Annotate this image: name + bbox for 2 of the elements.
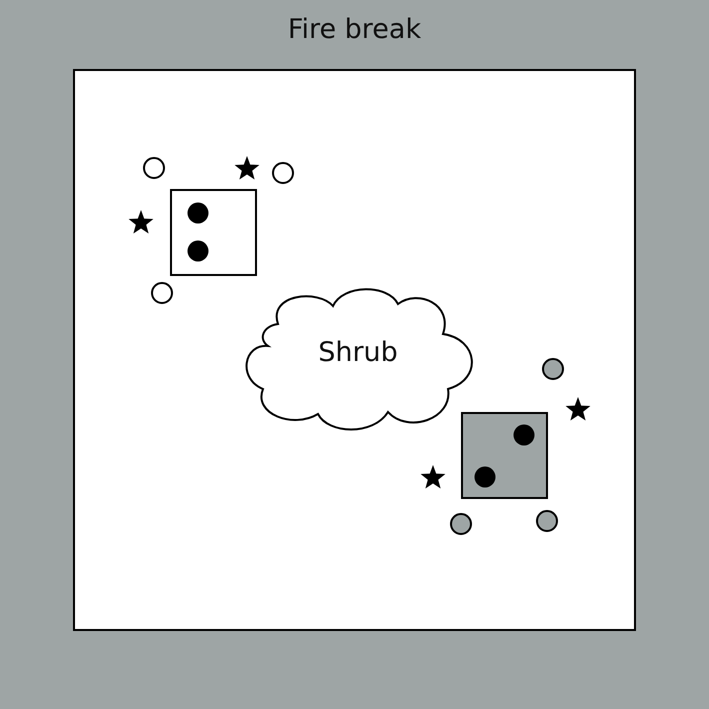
band-title: Fire break: [286, 14, 422, 45]
shrub-label: Shrub: [317, 337, 399, 368]
